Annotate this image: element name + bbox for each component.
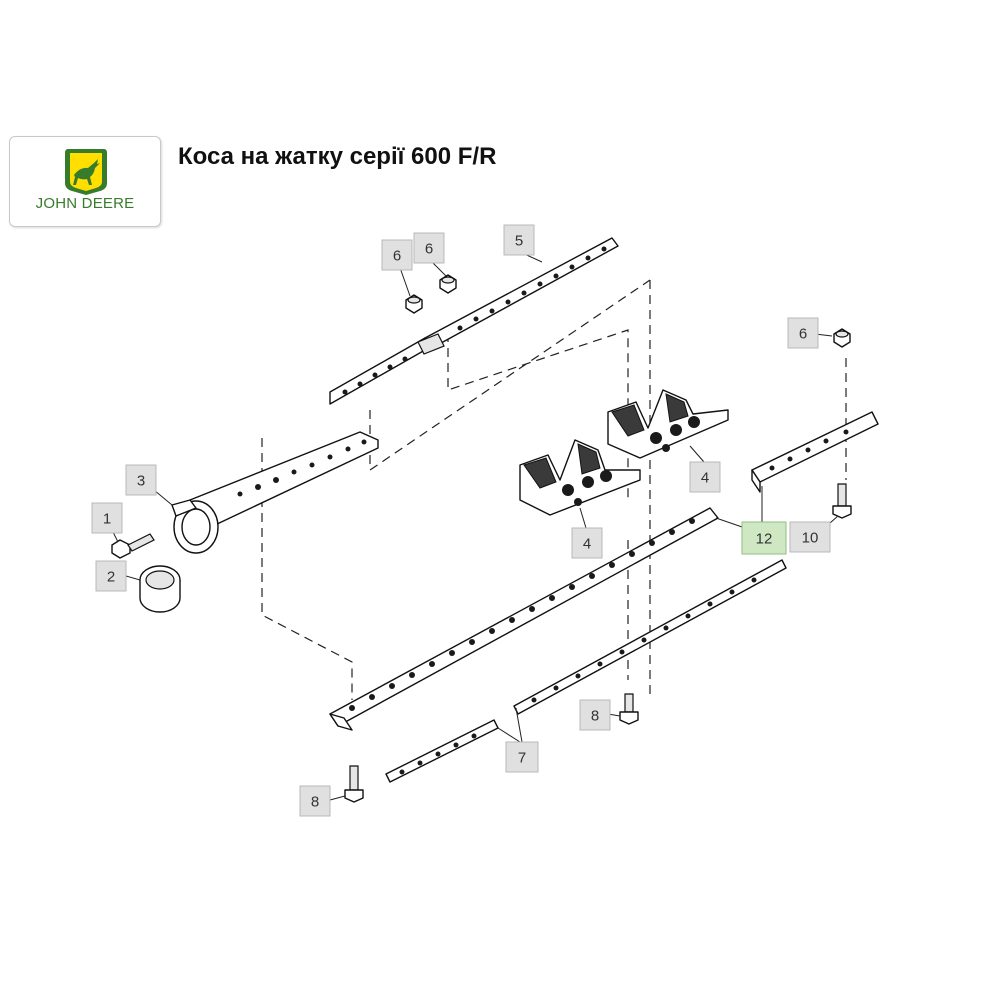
bolt-1 [111,533,155,559]
leader-lines [111,251,839,801]
callout-4-back: 4 [689,461,721,493]
john-deere-logo: JOHN DEERE [9,136,161,227]
svg-text:4: 4 [701,470,709,487]
page-title: Коса на жатку серії 600 F/R [178,143,497,170]
svg-text:6: 6 [425,241,433,258]
callout-4-front: 4 [571,527,603,559]
back-bar-7-left [385,719,499,783]
svg-text:6: 6 [799,326,807,343]
callout-8-left: 8 [299,785,331,817]
svg-text:4: 4 [583,536,591,553]
callout-2: 2 [95,560,127,592]
svg-text:5: 5 [515,233,523,250]
svg-text:12: 12 [756,531,773,548]
callout-3: 3 [125,464,157,496]
bolt-8-left [344,765,364,803]
callout-8-middle: 8 [579,699,611,731]
callout-10: 10 [789,521,831,553]
svg-text:3: 3 [137,473,145,490]
callout-7: 7 [505,741,539,773]
callout-12-highlighted: 12 [741,521,787,555]
callout-6-right: 6 [787,317,819,349]
svg-text:1: 1 [103,511,111,528]
callout-6-left: 6 [381,239,413,271]
bushing-2 [139,565,181,613]
callout-6-middle: 6 [413,232,445,264]
nut-6-middle [439,274,457,294]
callout-5: 5 [503,224,535,256]
bolt-8-middle [619,693,639,725]
svg-text:2: 2 [107,569,115,586]
bar-12-holes [349,518,695,711]
svg-text:8: 8 [311,794,319,811]
svg-text:8: 8 [591,708,599,725]
knife-bar-12 [329,507,719,731]
knife-head-holes [237,439,367,497]
callout-1: 1 [91,502,123,534]
svg-text:6: 6 [393,248,401,265]
logo-text: JOHN DEERE [35,195,135,212]
nut-6-right [833,328,851,348]
knife-section-4-back [607,389,729,459]
bolt-10 [832,483,852,519]
deer-emblem-icon [65,149,107,195]
bar-5-holes [342,246,607,395]
knife-bar-short-12 [751,411,879,493]
svg-text:10: 10 [802,530,819,547]
knife-section-4-front [519,439,641,516]
knife-back-bar-5 [329,237,619,405]
nut-6-left [405,294,423,314]
svg-text:7: 7 [518,750,526,767]
